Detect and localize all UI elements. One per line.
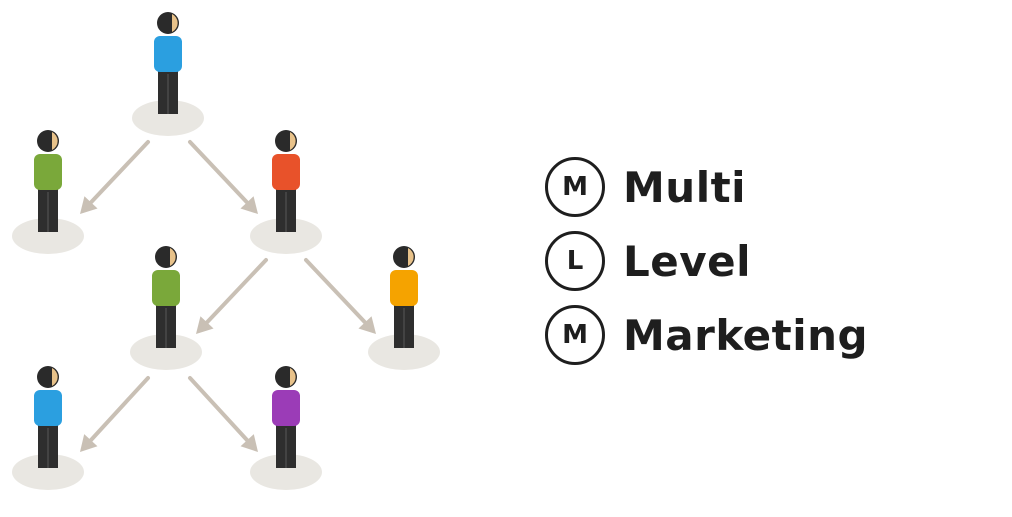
person-level2-left <box>12 130 84 254</box>
person-shirt <box>34 390 62 426</box>
mlm-network-diagram <box>12 12 440 490</box>
letter-l-circle: L <box>545 231 605 291</box>
arrow-5 <box>80 376 150 452</box>
person-top <box>132 12 204 136</box>
legend-word-level: Level <box>623 236 752 286</box>
arrows-layer <box>80 140 376 452</box>
arrow-6 <box>188 376 258 452</box>
person-shadow <box>12 218 84 254</box>
arrow-1 <box>80 140 150 214</box>
legend-word-multi: Multi <box>623 162 747 212</box>
letter-m2-circle: M <box>545 305 605 365</box>
legend-row-marketing: M Marketing <box>545 298 868 372</box>
person-level4-right <box>250 366 322 490</box>
person-shadow <box>12 454 84 490</box>
mlm-legend: M Multi L Level M Marketing <box>545 150 868 372</box>
arrow-2 <box>188 140 258 214</box>
person-level3-left <box>130 246 202 370</box>
person-shirt <box>272 154 300 190</box>
legend-row-level: L Level <box>545 224 868 298</box>
person-level3-right <box>368 246 440 370</box>
person-level2-right <box>250 130 322 254</box>
legend-row-multi: M Multi <box>545 150 868 224</box>
arrow-3 <box>196 258 268 334</box>
person-shadow <box>132 100 204 136</box>
person-shadow <box>130 334 202 370</box>
arrow-4 <box>304 258 376 334</box>
person-shadow <box>250 454 322 490</box>
person-shadow <box>250 218 322 254</box>
person-level4-left <box>12 366 84 490</box>
legend-word-marketing: Marketing <box>623 310 869 360</box>
person-shirt <box>390 270 418 306</box>
letter-m-circle: M <box>545 157 605 217</box>
person-shirt <box>34 154 62 190</box>
person-shadow <box>368 334 440 370</box>
person-shirt <box>152 270 180 306</box>
person-shirt <box>154 36 182 72</box>
person-shirt <box>272 390 300 426</box>
people-layer <box>12 12 440 490</box>
